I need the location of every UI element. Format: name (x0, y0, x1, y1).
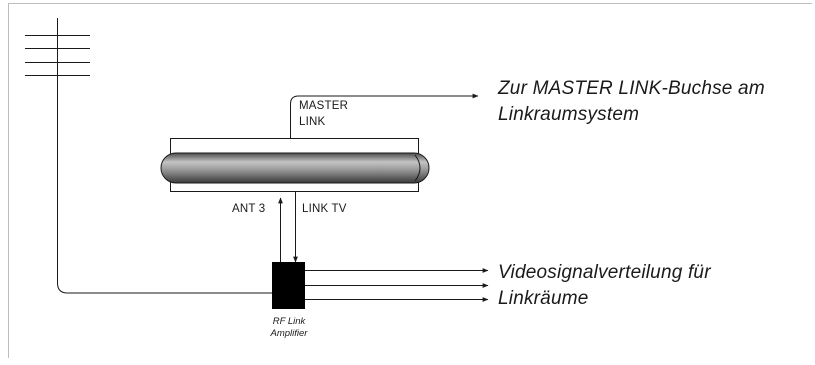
master-link-label-line2: LINK (299, 116, 326, 128)
rf-amplifier-label: RF Link Amplifier (255, 316, 323, 340)
video-destination-line2: Linkräume (498, 288, 589, 309)
amplifier-box-icon (272, 262, 305, 309)
master-link-cable (290, 93, 479, 138)
rf-amplifier-label-line2: Amplifier (270, 328, 308, 339)
link-tv-label: LINK TV (302, 203, 347, 215)
rf-amplifier-label-line1: RF Link (272, 316, 306, 327)
master-destination-line1: Zur MASTER LINK-Buchse am (498, 78, 765, 99)
tv-cylinder-icon (160, 138, 430, 192)
ant3-label: ANT 3 (232, 203, 266, 215)
antenna-cable (57, 282, 272, 294)
antenna-icon (25, 18, 90, 283)
video-destination-line1: Videosignalverteilung für (498, 262, 711, 283)
master-link-label-line1: MASTER (299, 100, 349, 112)
master-destination-line2: Linkraumsystem (498, 104, 640, 125)
